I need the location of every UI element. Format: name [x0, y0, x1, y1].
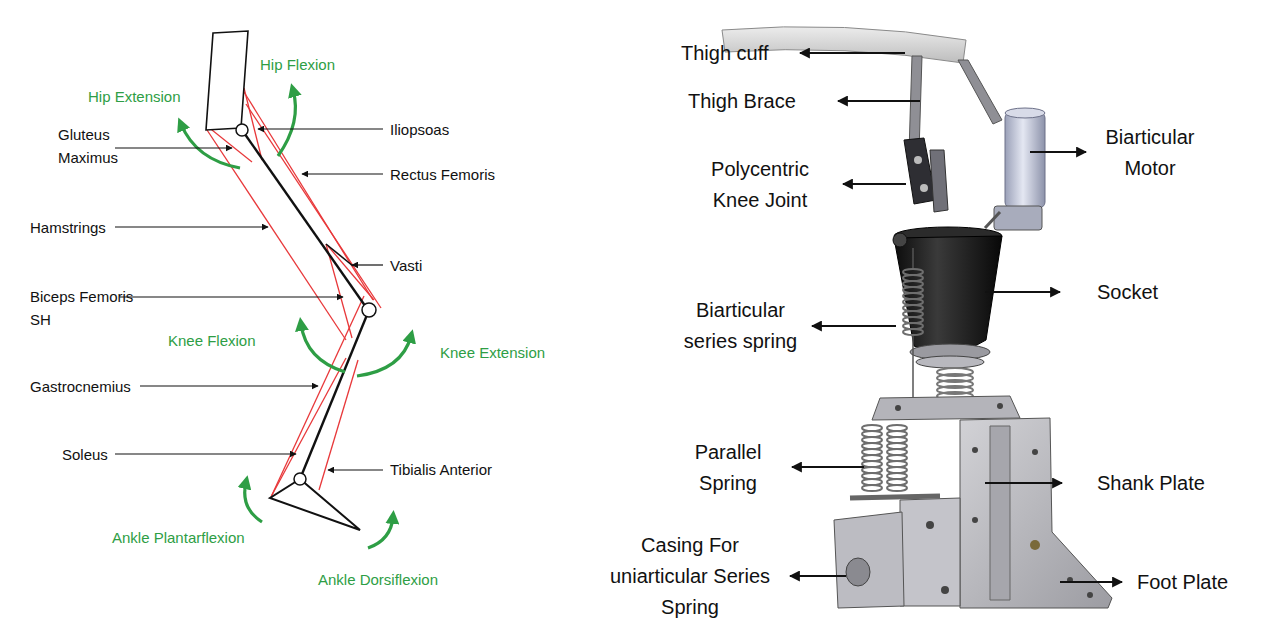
muscle-label: Iliopsoas [390, 118, 449, 141]
leader-arrows [790, 53, 1122, 582]
muscle-label: Rectus Femoris [390, 163, 495, 186]
motion-label: Ankle Plantarflexion [112, 526, 245, 549]
skeleton [206, 31, 376, 530]
motion-arrows [181, 90, 411, 548]
part-label: Biarticular series spring [673, 295, 808, 357]
part-label: Polycentric Knee Joint [690, 154, 830, 216]
muscle-lines [207, 88, 381, 497]
motion-label: Knee Extension [440, 341, 545, 364]
muscle-label: Gastrocnemius [30, 375, 131, 398]
part-label: Casing For uniarticular Series Spring [600, 530, 780, 622]
muscle-label: Vasti [390, 254, 422, 277]
motion-label: Knee Flexion [168, 329, 256, 352]
motion-label: Hip Flexion [260, 53, 335, 76]
muscle-label: Tibialis Anterior [390, 458, 492, 481]
part-label: Foot Plate [1137, 567, 1228, 598]
motion-label: Hip Extension [88, 85, 181, 108]
leader-lines [115, 129, 383, 470]
part-label: Shank Plate [1097, 468, 1205, 499]
muscle-label: Gluteus Maximus [58, 123, 120, 169]
part-label: Thigh cuff [681, 38, 768, 69]
motion-label: Ankle Dorsiflexion [318, 568, 438, 591]
muscle-label: Soleus [62, 443, 108, 466]
muscle-label: Biceps Femoris SH [30, 285, 145, 331]
part-label: Biarticular Motor [1090, 122, 1210, 184]
muscle-label: Hamstrings [30, 216, 106, 239]
part-label: Socket [1097, 277, 1158, 308]
part-label: Thigh Brace [688, 86, 796, 117]
part-label: Parallel Spring [683, 437, 773, 499]
